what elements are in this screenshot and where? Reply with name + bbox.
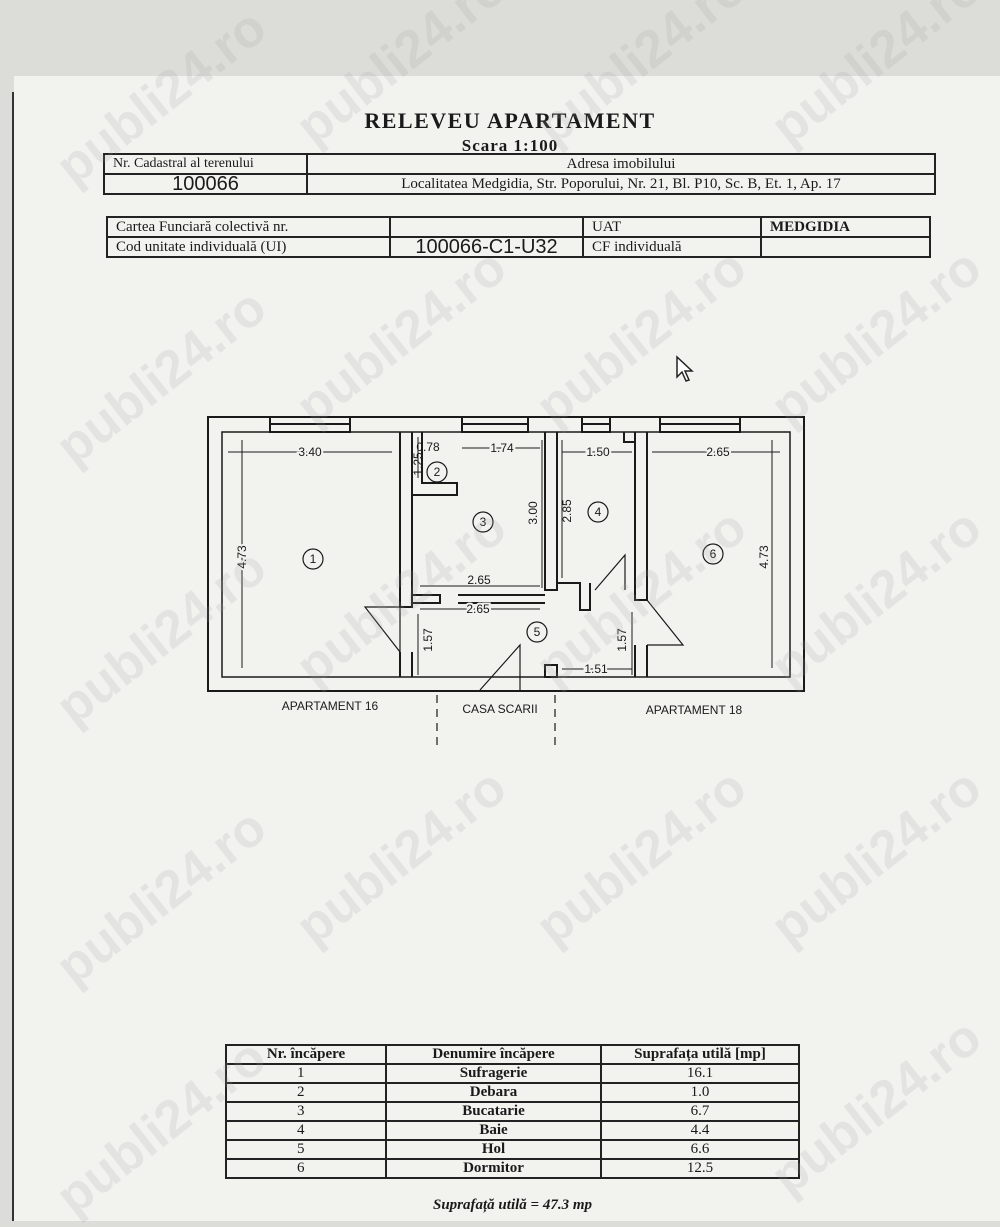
ui-label: Cod unitate individuală (UI): [106, 236, 391, 258]
dim-room2-width: 0.78: [416, 440, 440, 454]
room-marker-3: [472, 511, 494, 533]
room-marker-6: [702, 543, 724, 565]
label-stairwell: CASA SCARII: [462, 702, 537, 716]
room-number-1: 1: [310, 552, 317, 566]
document-sheet: [14, 76, 1000, 1221]
document-scale: Scara 1:100: [461, 136, 559, 155]
floor-plan: 1 2 3 4 5 6 3.40 4.73 0.78 1.25 1.74 3.0…: [207, 416, 805, 745]
header-room-area: Suprafața utilă [mp]: [600, 1044, 800, 1065]
label-apartment-18: APARTAMENT 18: [646, 703, 743, 717]
room-marker-2: [426, 461, 448, 483]
door-room4: [594, 553, 626, 591]
room-number-6: 6: [710, 547, 717, 561]
room-area: 1.0: [600, 1082, 800, 1103]
room-nr: 4: [225, 1120, 387, 1141]
cf-collective-value: [389, 216, 584, 238]
cf-individual-label: CF individuală: [582, 236, 762, 258]
room-number-2: 2: [434, 465, 441, 479]
room-area: 6.6: [600, 1139, 800, 1160]
document-title: RELEVEU APARTAMENT: [364, 108, 656, 133]
room-name: Hol: [385, 1139, 602, 1160]
door-entry: [479, 643, 521, 691]
room-name: Dormitor: [385, 1158, 602, 1179]
room-marker-4: [587, 501, 609, 523]
label-apartment-16: APARTAMENT 16: [282, 699, 379, 713]
mouse-pointer-icon: [676, 355, 694, 382]
cadastral-label: Nr. Cadastral al terenului: [103, 153, 308, 175]
uat-label: UAT: [582, 216, 762, 238]
header-room-number: Nr. încăpere: [225, 1044, 387, 1065]
page-edge: [0, 92, 14, 1221]
room-nr: 3: [225, 1101, 387, 1122]
cadastral-value: 100066: [103, 173, 308, 195]
room-name: Baie: [385, 1120, 602, 1141]
room-marker-1: [302, 548, 324, 570]
dim-hall-left-depth: 1.57: [421, 628, 435, 652]
dim-room1-height: 4.73: [235, 545, 249, 569]
dim-room1-width: 3.40: [298, 445, 322, 459]
room-number-3: 3: [480, 515, 487, 529]
room-area: 16.1: [600, 1063, 800, 1084]
room-name: Bucatarie: [385, 1101, 602, 1122]
table-row: 2 Debara 1.0: [225, 1082, 800, 1103]
dim-room2-height: 1.25: [411, 452, 425, 476]
dim-hall-right-depth: 1.57: [615, 628, 629, 652]
table-row: 4 Baie 4.4: [225, 1120, 800, 1141]
inner-wall-line: [221, 431, 791, 678]
table-row: 1 Sufragerie 16.1: [225, 1063, 800, 1084]
table-row: 6 Dormitor 12.5: [225, 1158, 800, 1179]
door-room1: [363, 606, 401, 654]
address-table: Nr. Cadastral al terenului Adresa imobil…: [103, 153, 936, 195]
room-nr: 1: [225, 1063, 387, 1084]
table-row: 5 Hol 6.6: [225, 1139, 800, 1160]
dim-room6-height: 4.73: [757, 545, 771, 569]
rooms-table: Nr. încăpere Denumire încăpere Suprafața…: [225, 1044, 800, 1179]
dim-room4-height: 2.85: [560, 499, 574, 523]
room-number-4: 4: [595, 505, 602, 519]
room-nr: 6: [225, 1158, 387, 1179]
table-row: 3 Bucatarie 6.7: [225, 1101, 800, 1122]
wall-room1: [399, 432, 413, 608]
wall-room4-6: [634, 432, 648, 601]
dim-room3-height: 3.00: [526, 501, 540, 525]
address-value: Localitatea Medgidia, Str. Poporului, Nr…: [306, 173, 936, 195]
cf-table: Cartea Funciară colectivă nr. UAT MEDGID…: [106, 216, 931, 258]
room-nr: 2: [225, 1082, 387, 1103]
dim-room3-width: 1.74: [490, 441, 514, 455]
room-name: Debara: [385, 1082, 602, 1103]
address-label: Adresa imobilului: [306, 153, 936, 175]
dim-hall-right-width: 1.51: [584, 662, 608, 676]
room-nr: 5: [225, 1139, 387, 1160]
room-area: 4.4: [600, 1120, 800, 1141]
room-area: 12.5: [600, 1158, 800, 1179]
wall-room3-4: [544, 432, 558, 591]
room-number-5: 5: [534, 625, 541, 639]
cf-individual-value: [760, 236, 931, 258]
dim-room4-width: 1.50: [586, 445, 610, 459]
ui-value: 100066-C1-U32: [389, 236, 584, 258]
door-room6: [646, 599, 685, 646]
room-area: 6.7: [600, 1101, 800, 1122]
room-marker-5: [526, 621, 548, 643]
total-area: Suprafață utilă = 47.3 mp: [433, 1197, 592, 1213]
dim-hall-width: 2.65: [466, 602, 490, 616]
dim-room3-bottom: 2.65: [467, 573, 491, 587]
room-name: Sufragerie: [385, 1063, 602, 1084]
uat-value: MEDGIDIA: [760, 216, 931, 238]
cf-collective-label: Cartea Funciară colectivă nr.: [106, 216, 391, 238]
dim-room6-width: 2.65: [706, 445, 730, 459]
header-room-name: Denumire încăpere: [385, 1044, 602, 1065]
